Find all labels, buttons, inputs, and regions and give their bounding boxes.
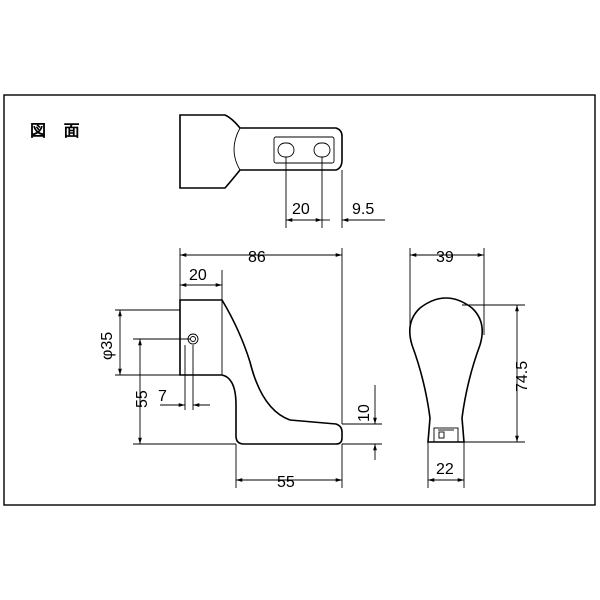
dim-diameter: φ35: [99, 332, 116, 360]
dim-side-base-width: 22: [436, 461, 454, 478]
side-view: [409, 248, 525, 488]
dim-side-height: 74.5: [514, 361, 531, 392]
dim-side-width: 39: [436, 249, 454, 266]
dim-hole-offset: 7: [158, 388, 167, 405]
dim-hole-pitch: 20: [292, 201, 310, 218]
drawing-title: 図 面: [30, 121, 86, 140]
dim-overall-length: 86: [248, 249, 266, 266]
slot-hole-left: [277, 142, 295, 158]
dim-base-height: 55: [134, 390, 151, 408]
top-view: [179, 114, 385, 228]
front-view: [115, 248, 382, 488]
dim-head-width: 20: [189, 267, 207, 284]
dim-base-length: 55: [277, 474, 295, 491]
dim-edge-offset: 9.5: [352, 201, 374, 218]
drawing-border: [3, 94, 596, 506]
slot-hole-right: [313, 142, 331, 158]
dim-base-thickness: 10: [356, 404, 373, 422]
